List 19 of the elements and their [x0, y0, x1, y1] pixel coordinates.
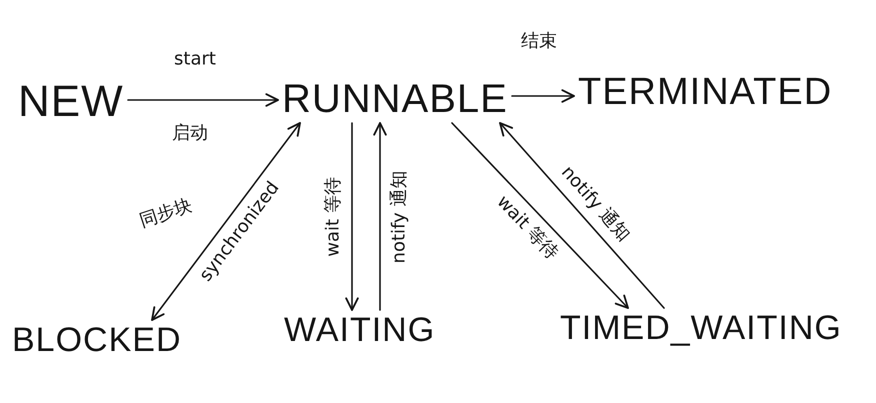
state-name: BLOCKED	[8, 320, 186, 362]
arrow	[451, 122, 629, 309]
edge-label: notify 通知	[390, 170, 410, 263]
annotation-text: 启动	[172, 124, 208, 144]
edge-label: 结束	[521, 32, 557, 52]
arrow	[373, 122, 387, 311]
state-name: TIMED_WAITING	[556, 308, 846, 350]
arrow	[127, 93, 279, 107]
state-name: TERMINATED	[574, 70, 836, 116]
edge-label: wait 等待	[324, 176, 344, 256]
edge-label: start	[174, 50, 216, 70]
state-name: RUNNABLE	[278, 75, 512, 123]
arrow	[499, 122, 665, 309]
annotation-text: 同步块	[137, 196, 195, 232]
arrow	[511, 89, 575, 103]
state-name: NEW	[14, 76, 128, 128]
double-arrow	[151, 122, 301, 321]
state-name: WAITING	[280, 310, 440, 352]
arrow	[345, 122, 359, 311]
